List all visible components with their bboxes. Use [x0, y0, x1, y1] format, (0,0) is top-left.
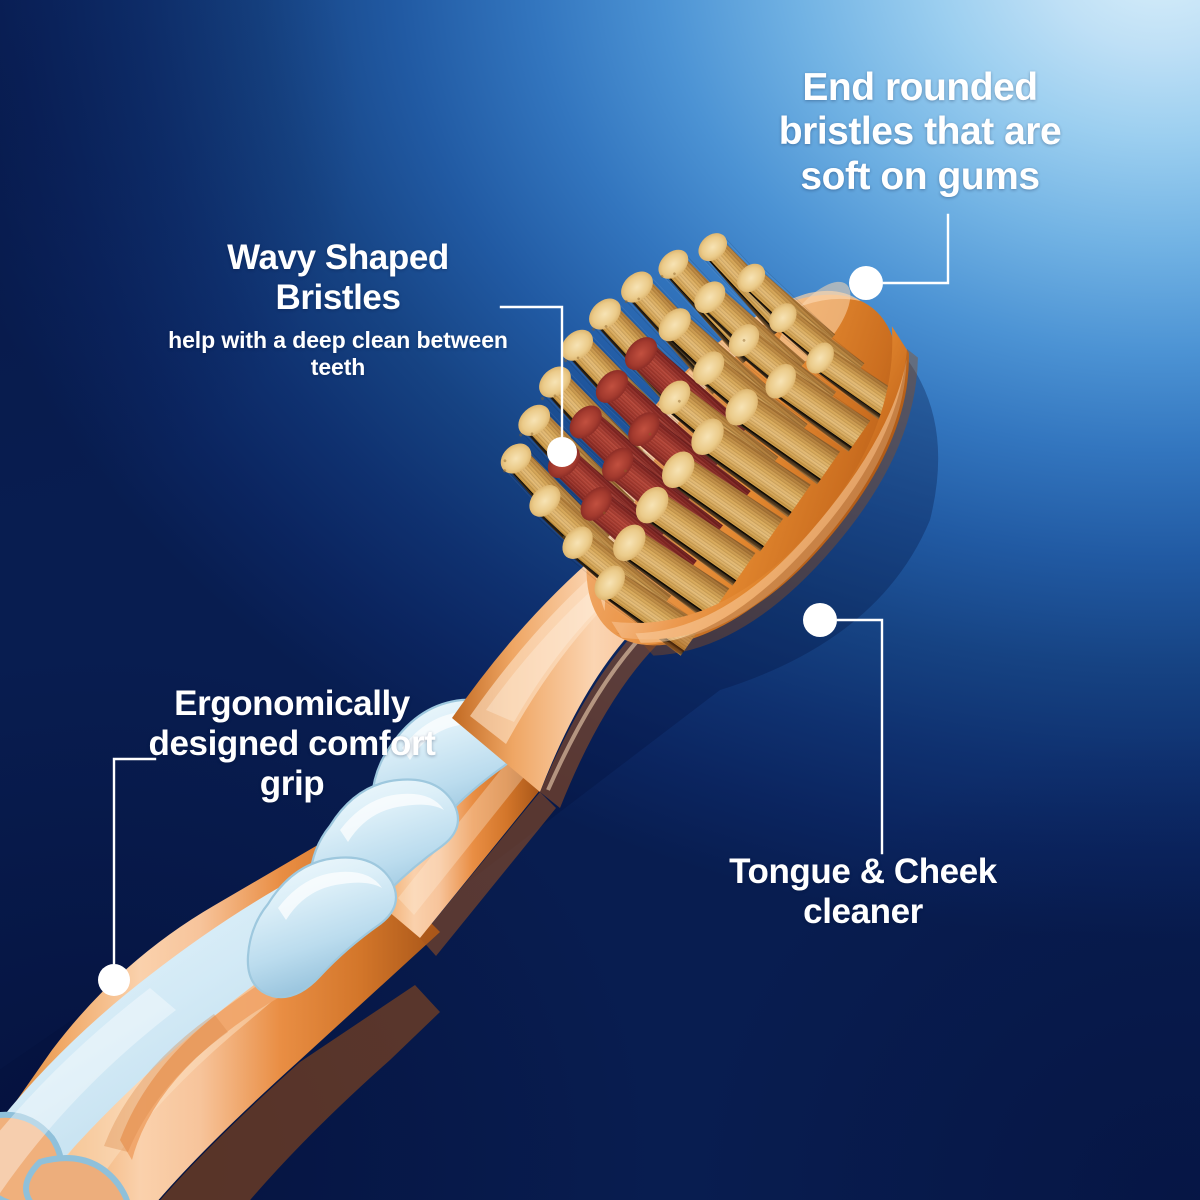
grip-leaf-cutouts — [0, 1111, 130, 1200]
callout-wavy-bristles-subtitle: help with a deep clean between teeth — [168, 326, 508, 380]
callout-ergonomic-grip: Ergonomically designed comfort grip — [112, 684, 472, 804]
brush-head-front-rim — [611, 326, 918, 656]
callout-tongue-cheek-cleaner: Tongue & Cheek cleaner — [688, 852, 1038, 932]
callout-end-rounded-title: End rounded bristles that are soft on gu… — [778, 66, 1062, 198]
bristle-field — [500, 233, 899, 656]
callout-end-rounded: End rounded bristles that are soft on gu… — [744, 66, 1096, 199]
callout-wavy-bristles: Wavy Shaped Bristles help with a deep cl… — [168, 238, 508, 381]
callout-wavy-bristles-title: Wavy Shaped Bristles — [227, 238, 449, 317]
callout-tongue-cheek-cleaner-title: Tongue & Cheek cleaner — [729, 852, 997, 931]
callout-ergonomic-grip-title: Ergonomically designed comfort grip — [148, 684, 436, 803]
